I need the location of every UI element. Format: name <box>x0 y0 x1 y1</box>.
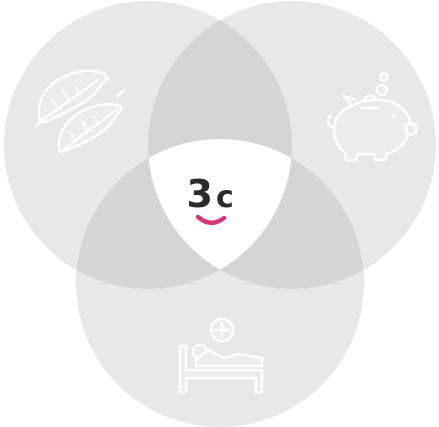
piggy-bank-icon <box>326 72 418 162</box>
logo: 3 c <box>187 172 234 225</box>
patient-bed-icon <box>178 317 264 394</box>
feathers-icon <box>34 69 126 154</box>
logo-letter: c <box>216 180 234 215</box>
logo-smile-accent <box>195 214 227 225</box>
circle-bottom <box>76 139 364 427</box>
logo-digit: 3 <box>187 172 213 216</box>
